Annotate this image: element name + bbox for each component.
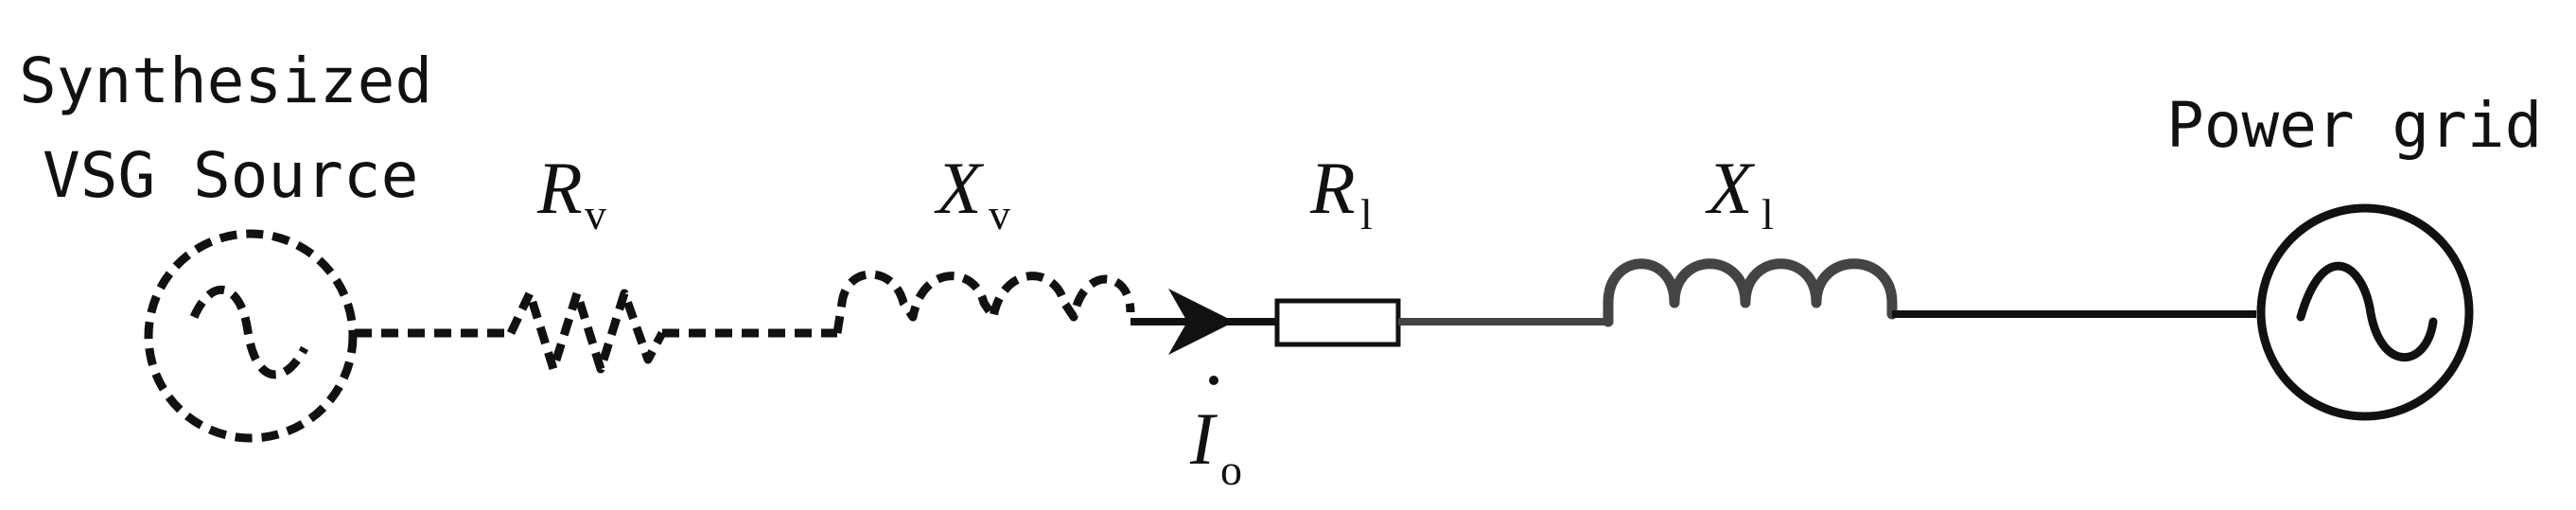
power-grid-icon xyxy=(2256,203,2474,421)
virtual-resistor-icon xyxy=(506,289,666,374)
source-label-line2: VSG Source xyxy=(43,139,418,212)
xl-label: X l xyxy=(1705,147,1774,238)
line-inductor-icon xyxy=(1603,258,1898,327)
svg-text:X: X xyxy=(1705,147,1756,229)
svg-text:R: R xyxy=(536,147,583,229)
line-resistor-icon xyxy=(1274,298,1401,347)
svg-text:R: R xyxy=(1309,147,1356,229)
current-arrow-icon xyxy=(1168,289,1235,355)
current-label: I o xyxy=(1189,376,1242,494)
phasor-dot-icon xyxy=(1209,376,1218,385)
svg-text:v: v xyxy=(585,190,606,238)
grid-label: Power grid xyxy=(2166,89,2542,162)
svg-text:l: l xyxy=(1761,190,1774,238)
svg-text:l: l xyxy=(1360,190,1373,238)
svg-text:X: X xyxy=(934,147,985,229)
svg-text:I: I xyxy=(1189,397,1218,480)
rv-label: R v xyxy=(536,147,606,238)
virtual-inductor-icon xyxy=(832,270,1135,334)
svg-text:o: o xyxy=(1220,446,1242,494)
svg-text:v: v xyxy=(989,190,1010,238)
xv-label: X v xyxy=(934,147,1010,238)
rl-label: R l xyxy=(1309,147,1373,238)
vsg-source-icon xyxy=(144,229,358,443)
source-label-line1: Synthesized xyxy=(19,44,432,117)
